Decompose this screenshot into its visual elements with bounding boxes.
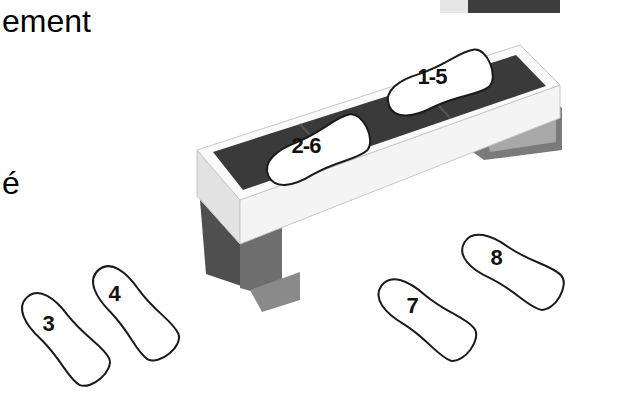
footprint: 8 bbox=[447, 205, 577, 335]
cropped-text: ement bbox=[2, 4, 91, 39]
step-leg-foot bbox=[250, 272, 300, 312]
step-number: 3 bbox=[42, 313, 53, 335]
footprint-shape bbox=[259, 109, 376, 195]
step-number: 4 bbox=[108, 283, 119, 305]
step-number: 2-6 bbox=[292, 135, 321, 157]
footprint-shape bbox=[454, 224, 570, 315]
step-top-surface bbox=[213, 55, 546, 190]
cropped-text: é bbox=[2, 166, 20, 201]
footprint-shape bbox=[82, 256, 185, 367]
corner-bar-light bbox=[440, 0, 468, 13]
footprint-shape bbox=[381, 45, 498, 125]
footprint: 1-5 bbox=[375, 20, 505, 150]
footprint-shape bbox=[369, 269, 483, 368]
step-number: 1-5 bbox=[418, 66, 447, 88]
step-number: 8 bbox=[490, 247, 501, 269]
footprint: 4 bbox=[69, 247, 199, 377]
footprint: 2-6 bbox=[253, 87, 383, 217]
step-top-border bbox=[197, 45, 560, 200]
footprint-outline bbox=[447, 205, 577, 335]
footprint-outline bbox=[361, 253, 491, 383]
step-number: 7 bbox=[406, 295, 417, 317]
footprint: 7 bbox=[361, 253, 491, 383]
corner-bar bbox=[468, 0, 560, 13]
footprint-outline bbox=[69, 247, 199, 377]
